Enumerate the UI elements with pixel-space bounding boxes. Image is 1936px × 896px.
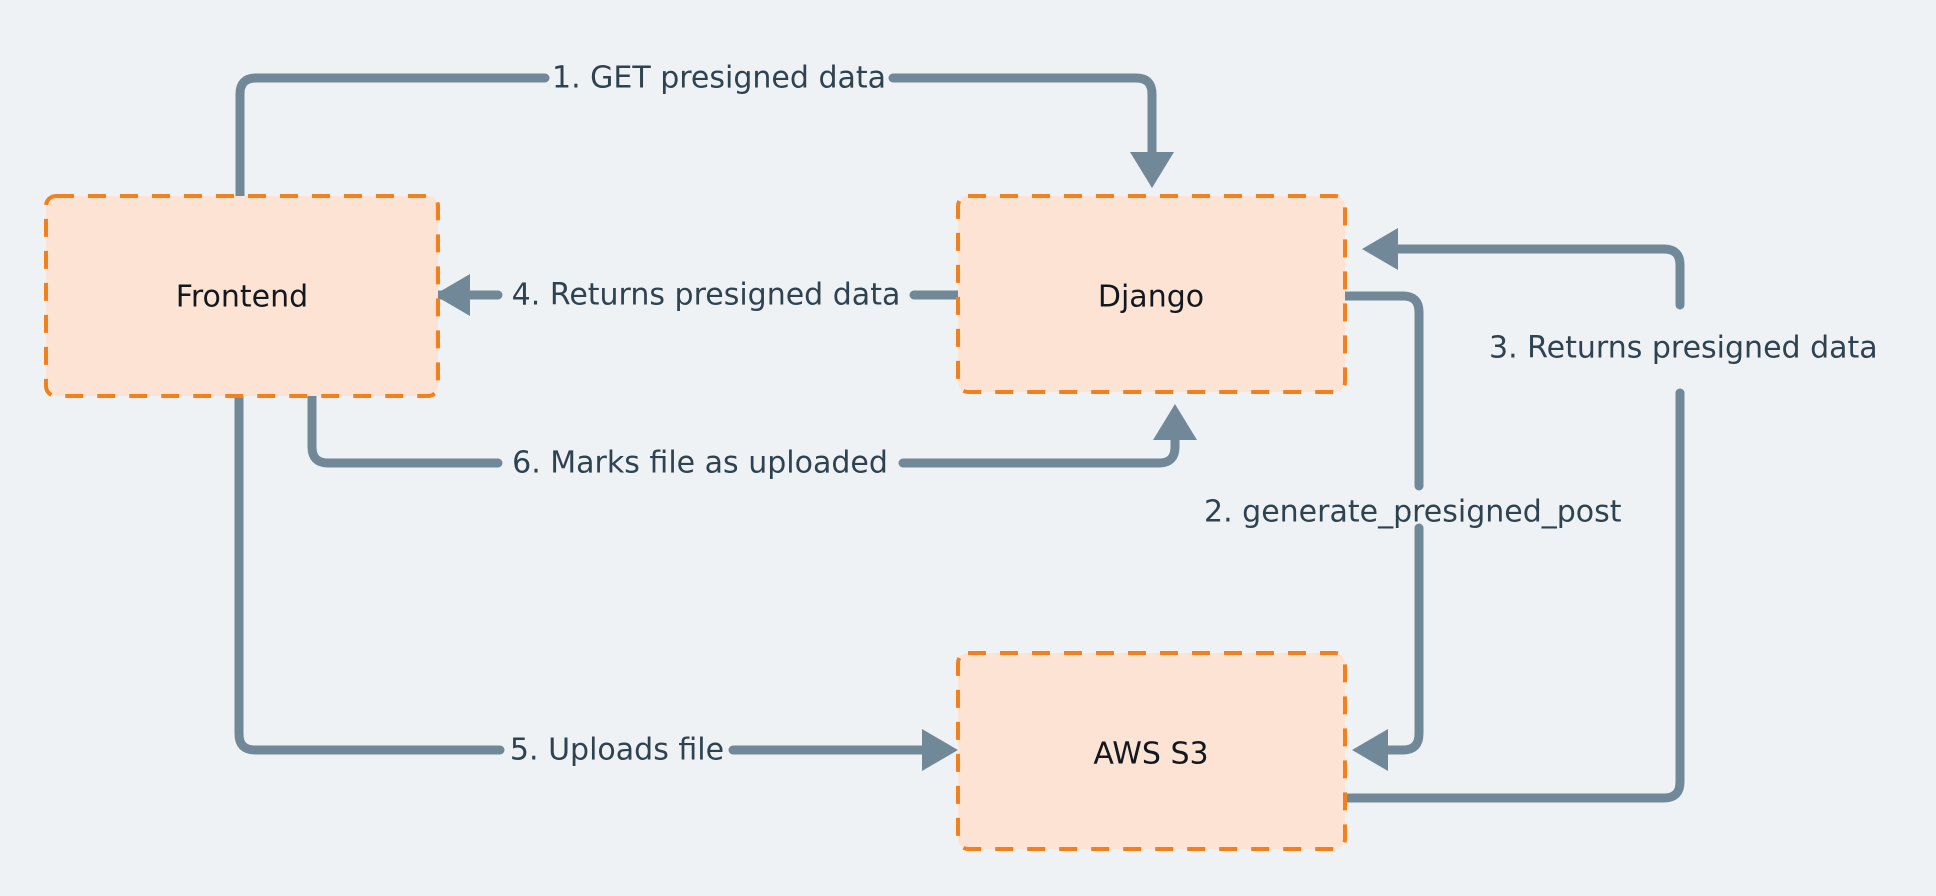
- edge-step3-line-lower: [1340, 388, 1685, 803]
- edge-step1-label: 1. GET presigned data: [552, 61, 886, 96]
- edge-step2-label: 2. generate_presigned_post: [1204, 495, 1622, 530]
- node-aws-s3[interactable]: AWS S3: [956, 651, 1347, 851]
- node-aws-s3-label: AWS S3: [1093, 737, 1208, 772]
- edge-step6-label: 6. Marks file as uploaded: [512, 446, 888, 481]
- edge-step5-label: 5. Uploads file: [510, 733, 724, 768]
- node-django[interactable]: Django: [956, 194, 1347, 394]
- node-frontend[interactable]: Frontend: [44, 194, 440, 398]
- edge-step4: 4. Returns presigned data: [433, 274, 963, 316]
- edge-step5-arrowhead: [922, 729, 958, 771]
- edge-step2-line-lower: [1375, 523, 1424, 755]
- node-aws-s3-box[interactable]: [956, 651, 1347, 851]
- edge-step5-line-left: [234, 391, 505, 755]
- edge-step1-arrowhead: [1130, 152, 1174, 188]
- edge-step2-arrowhead: [1352, 729, 1388, 771]
- edge-step3: 3. Returns presigned data: [1340, 228, 1878, 803]
- edge-step6: 6. Marks file as uploaded: [307, 391, 1197, 481]
- edge-step6-line-left: [307, 391, 503, 468]
- node-frontend-box[interactable]: [44, 194, 440, 398]
- edge-step1-line-right: [888, 73, 1157, 165]
- edge-step5: 5. Uploads file: [234, 391, 958, 771]
- edge-step4-arrowhead: [434, 274, 470, 316]
- edge-step3-arrowhead: [1362, 228, 1398, 270]
- edge-step2-line-upper: [1340, 291, 1424, 491]
- node-frontend-label: Frontend: [176, 280, 308, 315]
- edge-step6-line-right: [898, 427, 1180, 468]
- edge-step6-arrowhead: [1153, 404, 1197, 440]
- edge-step3-line-upper: [1385, 244, 1685, 310]
- edge-step1-line: [235, 73, 550, 201]
- edge-step3-label: 3. Returns presigned data: [1489, 331, 1878, 366]
- edge-step2: 2. generate_presigned_post: [1204, 291, 1622, 771]
- node-django-box[interactable]: [956, 194, 1347, 394]
- edge-step4-label: 4. Returns presigned data: [512, 278, 901, 313]
- node-django-label: Django: [1098, 280, 1204, 315]
- edge-step1: 1. GET presigned data: [235, 61, 1174, 201]
